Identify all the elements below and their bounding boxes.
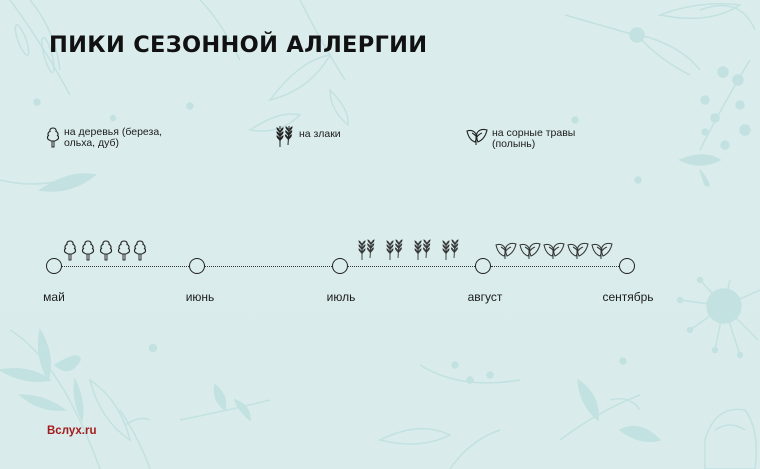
timeline-node-june xyxy=(189,258,205,274)
timeline-segment-may-june xyxy=(62,266,189,267)
legend-item-weeds: на сорные травы (полынь) xyxy=(466,128,575,150)
timeline-segment-june-july xyxy=(205,266,332,267)
timeline-segment-august-september xyxy=(491,266,619,267)
timeline-segment-july-august xyxy=(348,266,475,267)
legend-label-trees: на деревья (береза, ольха, дуб) xyxy=(64,127,162,149)
legend-trees-line2: ольха, дуб) xyxy=(64,137,120,149)
wheat-icon xyxy=(276,126,293,147)
tree-icon xyxy=(46,127,60,148)
timeline-node-july xyxy=(332,258,348,274)
brand-logo: Вслух.ru xyxy=(47,425,97,437)
legend-trees-line1: на деревья (береза, xyxy=(64,126,163,138)
month-label-june: июнь xyxy=(185,290,215,304)
month-label-may: май xyxy=(43,290,65,304)
tree-period-icons xyxy=(63,240,147,261)
timeline-node-may xyxy=(46,258,62,274)
legend-weeds-line2: (полынь) xyxy=(492,138,536,150)
weed-leaf-icon xyxy=(466,128,488,145)
timeline-node-august xyxy=(475,258,491,274)
month-label-september: сентябрь xyxy=(602,290,654,304)
legend-weeds-line1: на сорные травы xyxy=(492,127,576,139)
month-label-august: август xyxy=(467,290,503,304)
wheat-period-icons xyxy=(358,239,459,261)
legend-item-trees: на деревья (береза, ольха, дуб) xyxy=(46,127,162,149)
legend-item-grains: на злаки xyxy=(275,125,341,149)
legend-label-weeds: на сорные травы (полынь) xyxy=(492,128,575,150)
legend-label-grains: на злаки xyxy=(299,125,341,140)
page-title: ПИКИ СЕЗОННОЙ АЛЛЕРГИИ xyxy=(49,32,428,58)
legend-grains-line1: на злаки xyxy=(299,128,341,140)
timeline-node-september xyxy=(619,258,635,274)
month-label-july: июль xyxy=(326,290,356,304)
weed-period-icons xyxy=(495,242,613,260)
